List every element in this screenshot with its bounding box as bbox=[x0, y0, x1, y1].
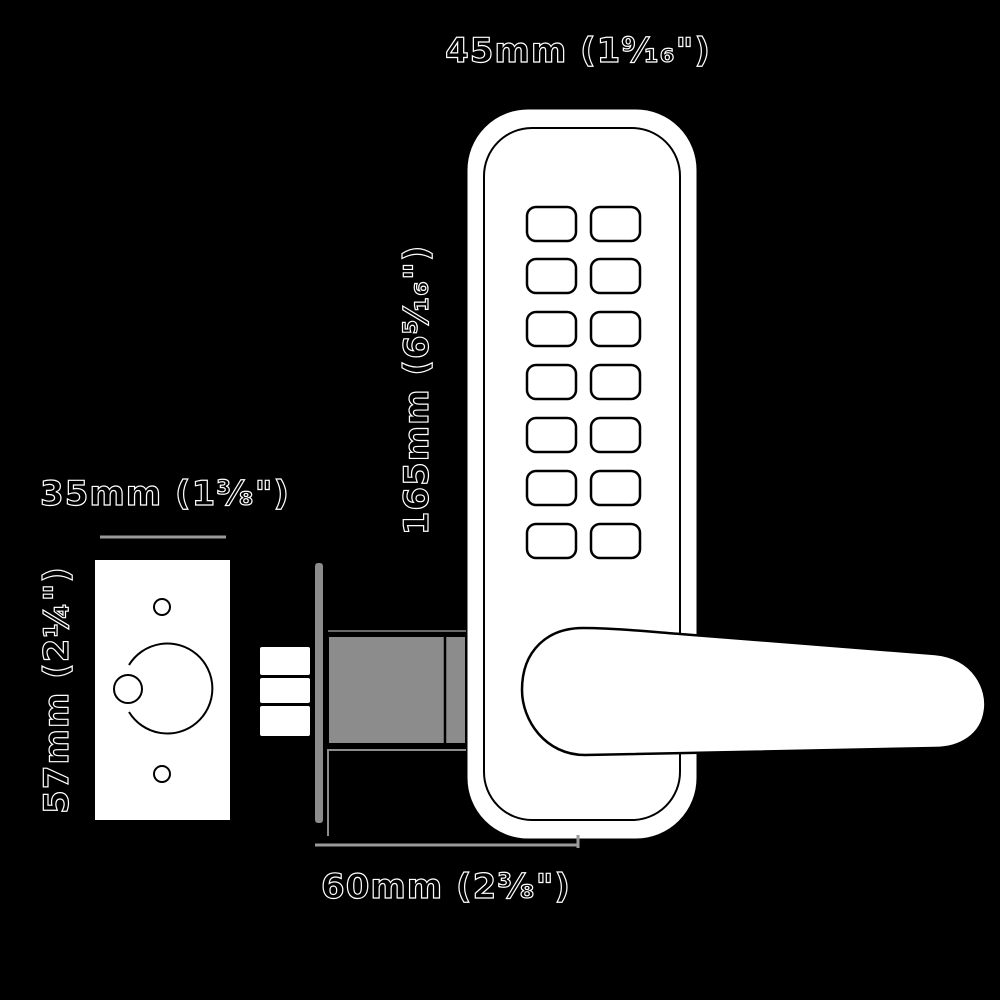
keypad-button bbox=[589, 363, 642, 401]
keypad-button bbox=[589, 310, 642, 348]
latch-body bbox=[327, 635, 467, 745]
latch-assembly bbox=[260, 563, 467, 836]
backset-label: 60mm (2³⁄₈") bbox=[321, 867, 571, 907]
keypad-button bbox=[525, 416, 578, 454]
latch-faceplate bbox=[315, 563, 323, 823]
strike-plate-height-label: 57mm (2¼") bbox=[37, 566, 77, 814]
keypad-button bbox=[525, 522, 578, 560]
latch-bolt-segment bbox=[260, 678, 310, 703]
spindle-hole bbox=[128, 642, 214, 735]
latch-bolt-segment bbox=[260, 706, 310, 736]
dimension-lines bbox=[100, 535, 580, 848]
keypad-button bbox=[525, 205, 578, 243]
lock-width-label: 45mm (1⁹⁄₁₆") bbox=[445, 31, 711, 71]
keypad-button bbox=[589, 205, 642, 243]
keypad-button bbox=[589, 416, 642, 454]
strike-plate bbox=[93, 558, 232, 822]
keypad bbox=[525, 205, 642, 560]
latch-bolt-segment bbox=[260, 647, 310, 675]
keypad-button bbox=[525, 363, 578, 401]
strike-plate-width-label: 35mm (1³⁄₈") bbox=[40, 474, 290, 514]
keypad-button bbox=[525, 310, 578, 348]
keypad-button bbox=[589, 469, 642, 507]
spindle-notch bbox=[113, 674, 143, 704]
screw-hole-top bbox=[153, 598, 171, 616]
keypad-button bbox=[589, 522, 642, 560]
screw-hole-bottom bbox=[153, 765, 171, 783]
keypad-button bbox=[525, 257, 578, 295]
keypad-button bbox=[525, 469, 578, 507]
lever-handle bbox=[520, 626, 987, 757]
keypad-button bbox=[589, 257, 642, 295]
lock-height-label: 165mm (6⁵⁄₁₆") bbox=[397, 245, 437, 535]
